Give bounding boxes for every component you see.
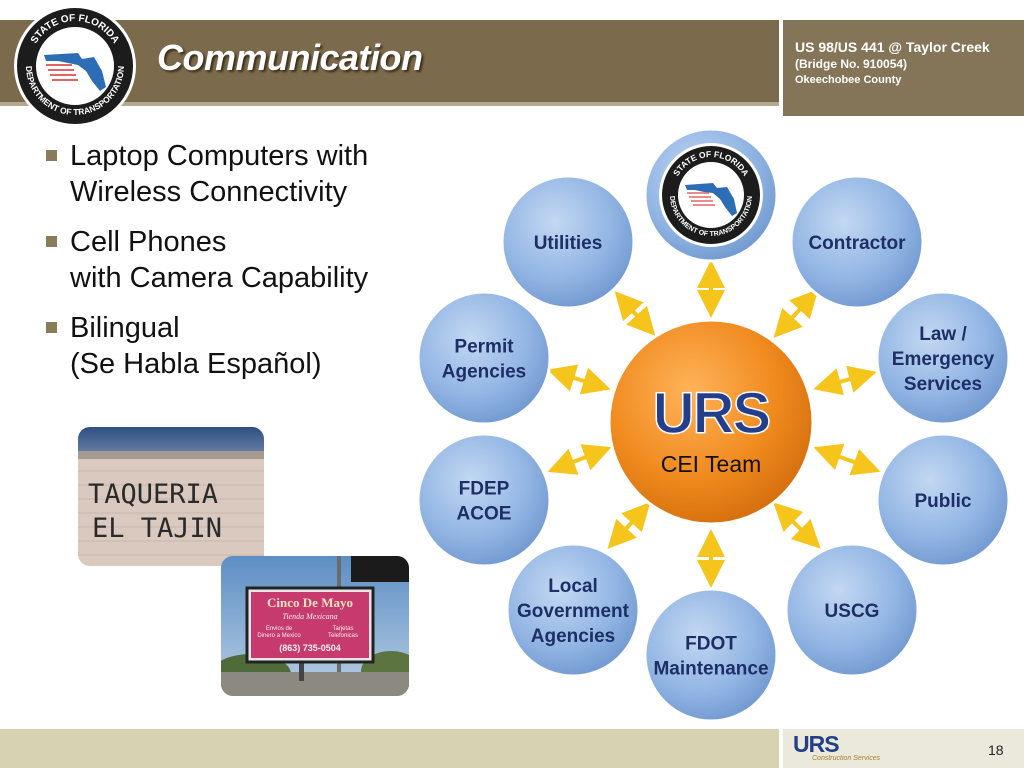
node-public: Public xyxy=(875,432,1011,568)
node-contractor: Contractor xyxy=(789,174,925,310)
project-name: US 98/US 441 @ Taylor Creek xyxy=(795,39,990,55)
arrow-public xyxy=(813,443,881,476)
node-circle-fdot xyxy=(643,587,779,723)
bullet-text: (Se Habla Español) xyxy=(70,348,322,380)
node-circle-uscg xyxy=(784,542,920,678)
sign2-phone: (863) 735-0504 xyxy=(279,643,341,653)
sign2-subtitle: Tienda Mexicana xyxy=(282,612,337,621)
arrow-fdep xyxy=(547,444,612,475)
bullet-text: with Camera Capability xyxy=(70,262,369,294)
center-label: CEI Team xyxy=(661,451,762,477)
node-label-uscg: USCG xyxy=(825,601,880,622)
node-fdot: FDOT Maintenance xyxy=(643,587,779,723)
node-circle-law xyxy=(875,290,1011,426)
bullet-text: Wireless Connectivity xyxy=(70,176,348,208)
arrow-contractor xyxy=(773,289,819,338)
node-label-fdot: FDOT xyxy=(685,634,737,655)
footer-urs-logo: URS xyxy=(793,731,840,757)
bullet-text: Cell Phones xyxy=(70,226,227,258)
node-uscg: USCG xyxy=(784,542,920,678)
urs-logo: URS xyxy=(653,381,770,446)
node-label-law: Services xyxy=(904,374,982,395)
node-label-permit: Agencies xyxy=(442,362,526,383)
node-label-public: Public xyxy=(914,491,971,512)
bullet-text: Laptop Computers with xyxy=(70,140,369,172)
node-label-law: Emergency xyxy=(892,349,995,370)
taqueria-photo: TAQUERIA EL TAJIN xyxy=(78,427,264,566)
bullet-text: Bilingual xyxy=(70,312,180,344)
center-node-circle xyxy=(607,318,815,526)
node-circle-fdep xyxy=(416,432,552,568)
arrow-permit xyxy=(547,364,611,395)
node-label-permit: Permit xyxy=(454,337,514,358)
footer-band xyxy=(0,729,779,768)
fdot-node: STATE OF FLORIDA DEPARTMENT OF TRANSPORT… xyxy=(643,127,779,263)
node-circle-utilities xyxy=(500,174,636,310)
node-circle-local xyxy=(505,542,641,678)
sign2-right2: Telefonicas xyxy=(328,633,358,639)
page-number: 18 xyxy=(988,742,1004,758)
bullet-square-icon xyxy=(46,236,57,247)
florida-map-icon xyxy=(685,183,737,216)
sign-text-line2: EL TAJIN xyxy=(92,513,222,544)
bridge-number: (Bridge No. 910054) xyxy=(795,57,908,71)
sign2-left1: Envios de xyxy=(266,626,293,632)
node-circle-contractor xyxy=(789,174,925,310)
slide-title: Communication xyxy=(157,37,423,78)
project-info-panel xyxy=(783,20,1024,116)
node-label-law: Law / xyxy=(919,324,967,345)
node-circle-public xyxy=(875,432,1011,568)
node-utilities: Utilities xyxy=(500,174,636,310)
arrow-local xyxy=(607,502,651,549)
sign2-right1: Tarjetas xyxy=(332,626,353,632)
arrows-layer xyxy=(547,260,881,588)
node-label-utilities: Utilities xyxy=(534,233,603,254)
arrow-utilities xyxy=(614,291,656,336)
center-node: URS CEI Team xyxy=(607,318,815,526)
arrow-law xyxy=(813,365,877,396)
bullet-item: Cell Phones with Camera Capability xyxy=(44,224,454,296)
bullet-item: Bilingual (Se Habla Español) xyxy=(44,310,454,382)
fdot-seal-logo: STATE OF FLORIDA DEPARTMENT OF TRANSPORT… xyxy=(14,5,136,127)
node-label-fdep: FDEP xyxy=(459,479,510,500)
arrow-uscg xyxy=(773,502,821,549)
node-label-fdep: ACOE xyxy=(457,504,512,525)
node-label-local: Local xyxy=(548,576,598,597)
node-circle-permit xyxy=(416,290,552,426)
county-name: Okeechobee County xyxy=(795,74,902,86)
node-label-local: Agencies xyxy=(531,626,615,647)
sign2-left2: Dinero a Mexico xyxy=(257,633,301,639)
project-info: US 98/US 441 @ Taylor Creek (Bridge No. … xyxy=(795,38,990,88)
node-label-fdot: Maintenance xyxy=(653,659,768,680)
footer-logo-panel xyxy=(783,729,1024,768)
bullet-square-icon xyxy=(46,322,57,333)
cinco-de-mayo-photo: Cinco De Mayo Tienda Mexicana Envios de … xyxy=(221,556,409,696)
sign2-title: Cinco De Mayo xyxy=(267,595,353,610)
bullet-square-icon xyxy=(46,150,57,161)
node-label-local: Government xyxy=(517,601,630,622)
sign-text-line1: TAQUERIA xyxy=(88,479,218,510)
header-divider xyxy=(0,102,779,106)
node-fdep: FDEP ACOE xyxy=(416,432,552,568)
footer-logo-subtitle: Construction Services xyxy=(812,755,881,762)
node-label-contractor: Contractor xyxy=(808,233,906,254)
